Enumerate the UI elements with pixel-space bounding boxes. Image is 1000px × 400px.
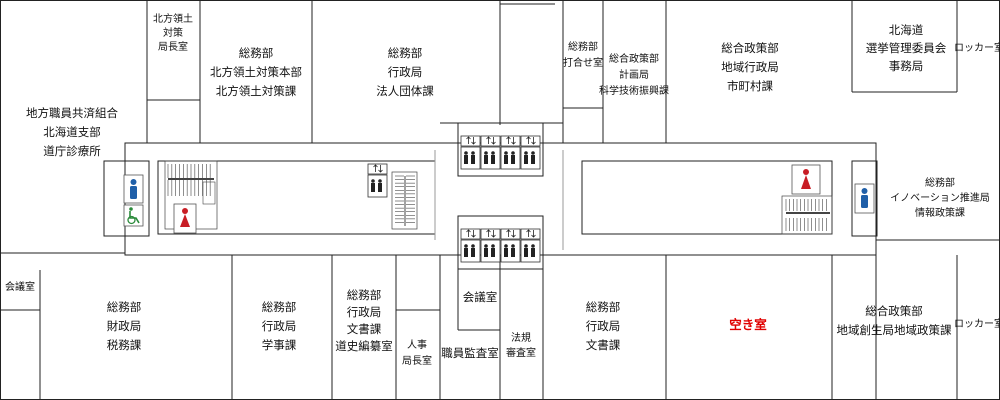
room-label-line: 学事課 bbox=[262, 338, 297, 352]
room-label-line: 総務部 bbox=[107, 300, 142, 314]
room-jinji: 人事局長室 bbox=[402, 338, 432, 367]
room-label-line: 地域行政局 bbox=[721, 60, 779, 74]
room-label-line: 総務部 bbox=[586, 300, 621, 314]
room-label-line: 行政局 bbox=[388, 65, 423, 79]
stairs-center-icon bbox=[391, 171, 418, 230]
room-label-line: 局長室 bbox=[402, 354, 432, 367]
room-shichoson: 総合政策部地域行政局市町村課 bbox=[721, 41, 779, 93]
room-label-line: 市町村課 bbox=[727, 79, 773, 93]
room-zeimu: 総務部財政局税務課 bbox=[107, 300, 142, 352]
room-label-line: 情報政策課 bbox=[915, 206, 965, 219]
room-label-line: 対策 bbox=[163, 26, 183, 39]
elevator-icon bbox=[460, 135, 481, 170]
room-label-line: 総合政策部 bbox=[609, 52, 659, 65]
toilet-female-right-icon bbox=[791, 164, 821, 195]
room-chiiki-sosei: 総合政策部地域創生局地域政策課 bbox=[837, 304, 952, 337]
room-label-line: 総務部 bbox=[568, 40, 598, 53]
room-label-line: 法規 bbox=[511, 331, 531, 344]
room-label-line: 会議室 bbox=[5, 280, 35, 293]
room-label-line: 科学技術振興課 bbox=[599, 84, 669, 97]
room-hoppo-taisaku: 総務部北方領土対策本部北方領土対策課 bbox=[210, 46, 302, 98]
elevator-icon bbox=[520, 228, 541, 263]
room-label-line: 地方職員共済組合 bbox=[26, 106, 118, 120]
room-hoki: 法規審査室 bbox=[506, 331, 536, 359]
room-kaigi-center: 会議室 bbox=[463, 290, 498, 304]
elevator-icon bbox=[520, 135, 541, 170]
room-label-line: 総務部 bbox=[388, 46, 423, 60]
room-label-line: 道庁診療所 bbox=[43, 144, 101, 158]
room-label-line: 行政局 bbox=[262, 319, 297, 333]
room-uchiawase: 総務部打合せ室 bbox=[563, 40, 603, 69]
room-innovation: 総務部イノベーション推進局情報政策課 bbox=[890, 176, 990, 219]
room-label-line: 事務局 bbox=[889, 59, 924, 73]
accessible-toilet-icon bbox=[123, 204, 144, 227]
elevator-single-icon bbox=[367, 163, 388, 198]
room-label-line: 会議室 bbox=[463, 290, 498, 304]
room-bunsho: 総務部行政局文書課 bbox=[586, 300, 621, 352]
room-label-line: 総合政策部 bbox=[721, 41, 779, 55]
room-bunsho-hensan: 総務部行政局文書課道史編纂室 bbox=[335, 288, 393, 353]
room-label-line: 文書課 bbox=[347, 322, 382, 336]
room-label-line: 空き室 bbox=[729, 317, 767, 332]
room-label-line: 道史編纂室 bbox=[335, 339, 393, 353]
room-gyosei-hojin: 総務部行政局法人団体課 bbox=[376, 46, 434, 98]
toilet-female-left-icon bbox=[173, 203, 197, 234]
elevator-bank-top bbox=[457, 122, 544, 177]
room-senkyo: 北海道選挙管理委員会事務局 bbox=[866, 23, 947, 73]
elevator-icon bbox=[500, 228, 521, 263]
room-label-line: 打合せ室 bbox=[563, 56, 603, 69]
room-label-line: 文書課 bbox=[586, 338, 621, 352]
elevator-bank-bottom bbox=[457, 215, 544, 270]
room-label-line: 行政局 bbox=[586, 319, 621, 333]
elevator-icon bbox=[480, 135, 501, 170]
room-hoppo-kyokucho: 北方領土対策局長室 bbox=[153, 12, 193, 53]
room-label-line: 法人団体課 bbox=[376, 84, 434, 98]
stairs-right-icon bbox=[781, 195, 833, 235]
room-label-line: 北方領土対策本部 bbox=[210, 65, 302, 79]
room-label-line: ロッカー室 bbox=[954, 317, 1000, 330]
elevator-icon bbox=[367, 163, 388, 198]
room-label-line: 総務部 bbox=[239, 46, 274, 60]
toilet-male-right-icon bbox=[854, 183, 875, 214]
room-label-line: 総合政策部 bbox=[865, 304, 923, 318]
room-shokuin-kansa: 職員監査室 bbox=[441, 346, 499, 360]
elevator-icon bbox=[480, 228, 501, 263]
room-label-line: 財政局 bbox=[107, 319, 142, 333]
room-label-line: ロッカー室 bbox=[954, 41, 1000, 54]
room-label-line: 北海道支部 bbox=[43, 125, 101, 139]
room-label-line: イノベーション推進局 bbox=[890, 191, 990, 204]
room-vacant: 空き室 bbox=[729, 317, 767, 332]
room-label-line: 総務部 bbox=[347, 288, 382, 302]
room-label-line: 北方領土 bbox=[153, 12, 193, 25]
room-label-line: 行政局 bbox=[347, 305, 382, 319]
room-chiho-shokuin: 地方職員共済組合北海道支部道庁診療所 bbox=[26, 106, 118, 158]
room-kaigi-left: 会議室 bbox=[5, 280, 35, 293]
room-label-line: 地域創生局地域政策課 bbox=[837, 323, 952, 337]
elevator-icon bbox=[500, 135, 521, 170]
room-label-line: 選挙管理委員会 bbox=[866, 41, 947, 55]
room-locker-bottom: ロッカー室 bbox=[954, 317, 1000, 330]
room-label-line: 局長室 bbox=[158, 40, 188, 53]
elevator-icon bbox=[460, 228, 481, 263]
room-label-line: 職員監査室 bbox=[441, 346, 499, 360]
room-label-line: 計画局 bbox=[619, 68, 649, 81]
room-locker-top: ロッカー室 bbox=[954, 41, 1000, 54]
room-gakuji: 総務部行政局学事課 bbox=[262, 300, 297, 352]
room-kagaku-gijutsu: 総合政策部計画局科学技術振興課 bbox=[599, 52, 669, 97]
room-label-line: 総務部 bbox=[262, 300, 297, 314]
room-label-line: 北方領土対策課 bbox=[216, 84, 297, 98]
room-label-line: 税務課 bbox=[107, 338, 142, 352]
room-label-line: 北海道 bbox=[889, 23, 924, 37]
room-label-line: 人事 bbox=[407, 338, 427, 351]
toilet-male-left-icon bbox=[123, 174, 144, 204]
room-label-line: 審査室 bbox=[506, 346, 536, 359]
room-label-line: 総務部 bbox=[925, 176, 955, 189]
